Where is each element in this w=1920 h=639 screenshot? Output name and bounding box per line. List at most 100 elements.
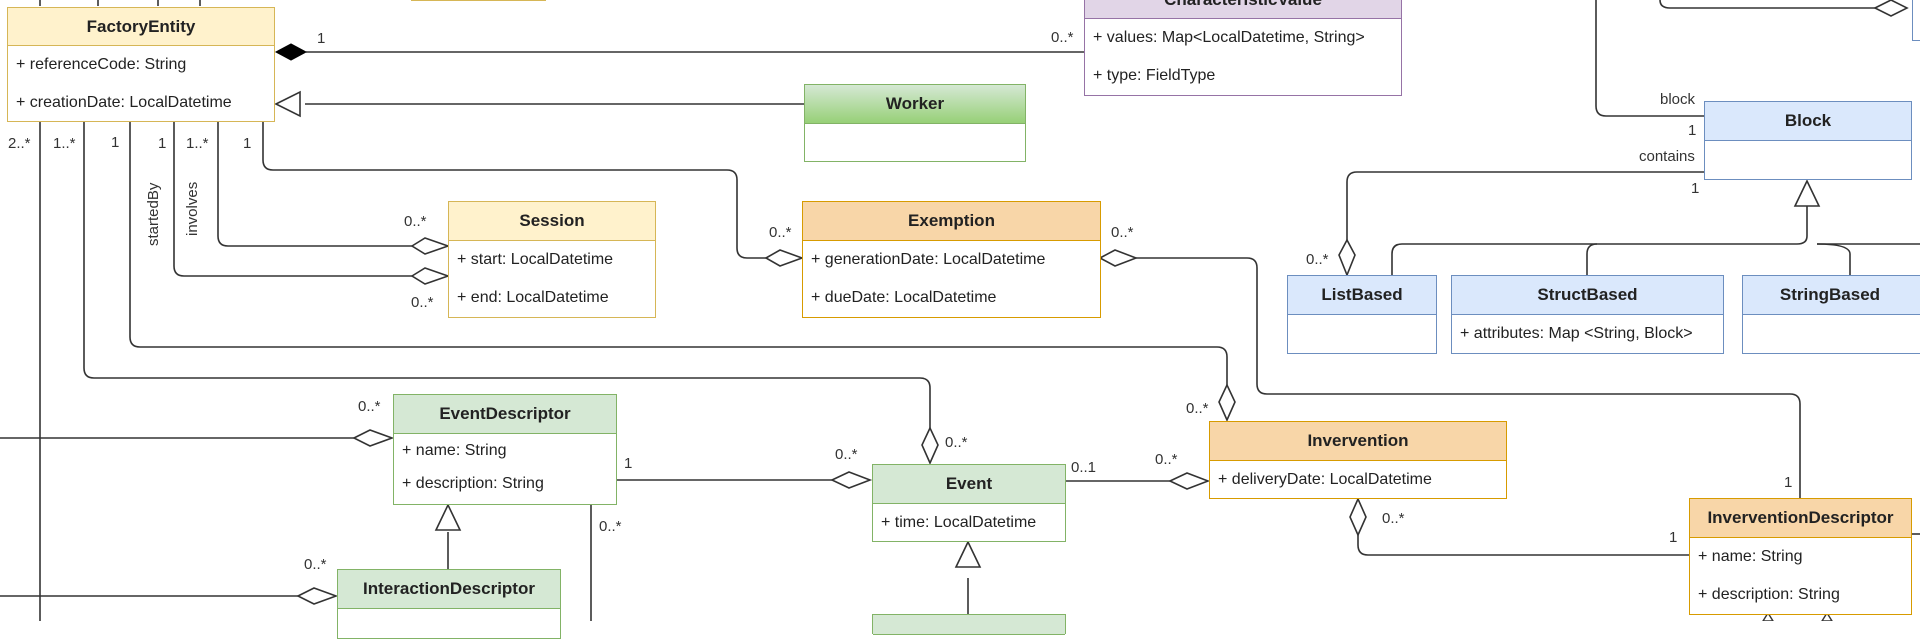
class-attribute: + values: Map<LocalDatetime, String> <box>1093 29 1365 46</box>
multiplicity-label: 0..* <box>1051 29 1074 46</box>
class-attribute: + end: LocalDatetime <box>457 289 609 306</box>
class-attribute: + start: LocalDatetime <box>457 251 614 268</box>
aggregation-diamond-exemption-right <box>1098 249 1139 267</box>
class-worker[interactable]: Worker <box>804 84 1026 162</box>
class-title: FactoryEntity <box>8 8 274 46</box>
class-attribute: + description: String <box>402 475 544 492</box>
aggregation-diamond-top-right <box>1873 0 1909 17</box>
class-interaction-descriptor[interactable]: InteractionDescriptor <box>337 569 561 639</box>
aggregation-diamond-session-top <box>410 237 451 255</box>
class-characteristic-value[interactable]: CharacteristicValue + values: Map<LocalD… <box>1084 0 1402 96</box>
aggregation-diamond-event-left <box>830 471 873 489</box>
class-struct-based[interactable]: StructBased + attributes: Map <String, B… <box>1451 275 1724 354</box>
multiplicity-label: 1 <box>243 135 252 152</box>
class-invervention-descriptor[interactable]: InverventionDescriptor + name: String + … <box>1689 498 1912 615</box>
class-attribute: + type: FieldType <box>1093 67 1216 84</box>
class-title: Block <box>1705 102 1911 141</box>
connector-fe-startedBy <box>173 121 412 277</box>
role-label-startedBy: startedBy <box>145 182 162 246</box>
generalization-arrow-block <box>1793 179 1821 207</box>
aggregation-diamond-id-left <box>296 587 339 605</box>
class-attribute: + generationDate: LocalDatetime <box>811 251 1046 268</box>
class-attribute: + creationDate: LocalDatetime <box>16 94 232 111</box>
multiplicity-label: 0..* <box>1186 400 1209 417</box>
multiplicity-label: 1..* <box>186 135 209 152</box>
connector-fe-exemption <box>262 121 766 259</box>
generalization-arrow-ivd-1 <box>1762 611 1774 621</box>
role-label-block: block <box>1660 91 1696 108</box>
class-event-subclass <box>872 614 1066 635</box>
generalization-arrow-ivd-2 <box>1821 611 1833 621</box>
class-attribute: + name: String <box>1698 548 1803 565</box>
multiplicity-label: 1 <box>111 134 120 151</box>
multiplicity-label: 1 <box>1669 529 1678 546</box>
aggregation-diamond-exemption-left <box>764 249 805 267</box>
class-session[interactable]: Session + start: LocalDatetime + end: Lo… <box>448 201 656 318</box>
aggregation-diamond-inv-bottom <box>1349 497 1367 537</box>
connector-inv-ivd <box>1357 535 1690 556</box>
multiplicity-label: 0..* <box>358 398 381 415</box>
multiplicity-label: 1 <box>1691 180 1700 197</box>
multiplicity-label: 0..* <box>1111 224 1134 241</box>
connector-string-gen <box>1816 243 1851 276</box>
class-event[interactable]: Event + time: LocalDatetime <box>872 464 1066 542</box>
class-title: Session <box>449 202 655 241</box>
class-title: EventDescriptor <box>394 395 616 434</box>
multiplicity-label: 1..* <box>53 135 76 152</box>
multiplicity-label: 1 <box>1784 474 1793 491</box>
class-factory-entity[interactable]: FactoryEntity + referenceCode: String + … <box>7 7 275 122</box>
connector-fe-involves <box>217 121 412 247</box>
class-attribute: + description: String <box>1698 586 1840 603</box>
multiplicity-label: 0..* <box>404 213 427 230</box>
partial-class-right <box>1912 0 1920 41</box>
class-title: StructBased <box>1452 276 1723 315</box>
class-title: InteractionDescriptor <box>338 570 560 609</box>
generalization-arrow-event <box>954 540 982 568</box>
class-exemption[interactable]: Exemption + generationDate: LocalDatetim… <box>802 201 1101 318</box>
aggregation-diamond-event-top <box>921 426 939 465</box>
multiplicity-label: 0..* <box>1382 510 1405 527</box>
class-attribute: + time: LocalDatetime <box>881 514 1037 531</box>
multiplicity-label: 0..* <box>411 294 434 311</box>
multiplicity-label: 0..* <box>1306 251 1329 268</box>
multiplicity-label: 1 <box>158 135 167 152</box>
multiplicity-label: 1 <box>317 30 326 47</box>
class-list-based[interactable]: ListBased <box>1287 275 1437 354</box>
aggregation-diamond-inv-top <box>1218 383 1236 422</box>
multiplicity-label: 0..* <box>304 556 327 573</box>
multiplicity-label: 0..* <box>945 434 968 451</box>
class-title: Invervention <box>1210 422 1506 461</box>
class-title: InverventionDescriptor <box>1690 499 1911 538</box>
class-title: ListBased <box>1288 276 1436 315</box>
generalization-arrow-worker <box>274 90 301 118</box>
connector-struct-gen <box>1586 243 1598 276</box>
multiplicity-label: 0..* <box>769 224 792 241</box>
connector-block-loop <box>1595 0 1704 117</box>
class-title: Worker <box>805 85 1025 124</box>
class-title: Exemption <box>803 202 1100 241</box>
class-title: Event <box>873 465 1065 504</box>
role-label-involves: involves <box>184 181 201 236</box>
multiplicity-label: 1 <box>1688 122 1697 139</box>
class-event-descriptor[interactable]: EventDescriptor + name: String + descrip… <box>393 394 617 505</box>
class-attribute: + deliveryDate: LocalDatetime <box>1218 471 1432 488</box>
connector-contains <box>1346 171 1704 240</box>
class-string-based[interactable]: StringBased <box>1742 275 1920 354</box>
class-title: CharacteristicValue <box>1085 0 1401 19</box>
connector-block-gen <box>1391 206 1808 276</box>
generalization-arrow-ed <box>434 503 462 531</box>
aggregation-diamond-listbased <box>1338 238 1356 278</box>
connector-layer <box>0 0 1920 621</box>
class-block[interactable]: Block <box>1704 101 1912 180</box>
composition-diamond <box>274 43 308 61</box>
multiplicity-label: 0..* <box>599 518 622 535</box>
multiplicity-label: 0..* <box>1155 451 1178 468</box>
connector-fe-2 <box>83 121 931 428</box>
class-invervention[interactable]: Invervention + deliveryDate: LocalDateti… <box>1209 421 1507 499</box>
role-label-contains: contains <box>1639 148 1695 165</box>
aggregation-diamond-inv-left <box>1168 472 1211 490</box>
partial-class-top <box>411 0 546 1</box>
class-attribute: + attributes: Map <String, Block> <box>1460 325 1693 342</box>
connector-exemption-ivd <box>1136 257 1801 498</box>
class-attribute: + referenceCode: String <box>16 56 187 73</box>
